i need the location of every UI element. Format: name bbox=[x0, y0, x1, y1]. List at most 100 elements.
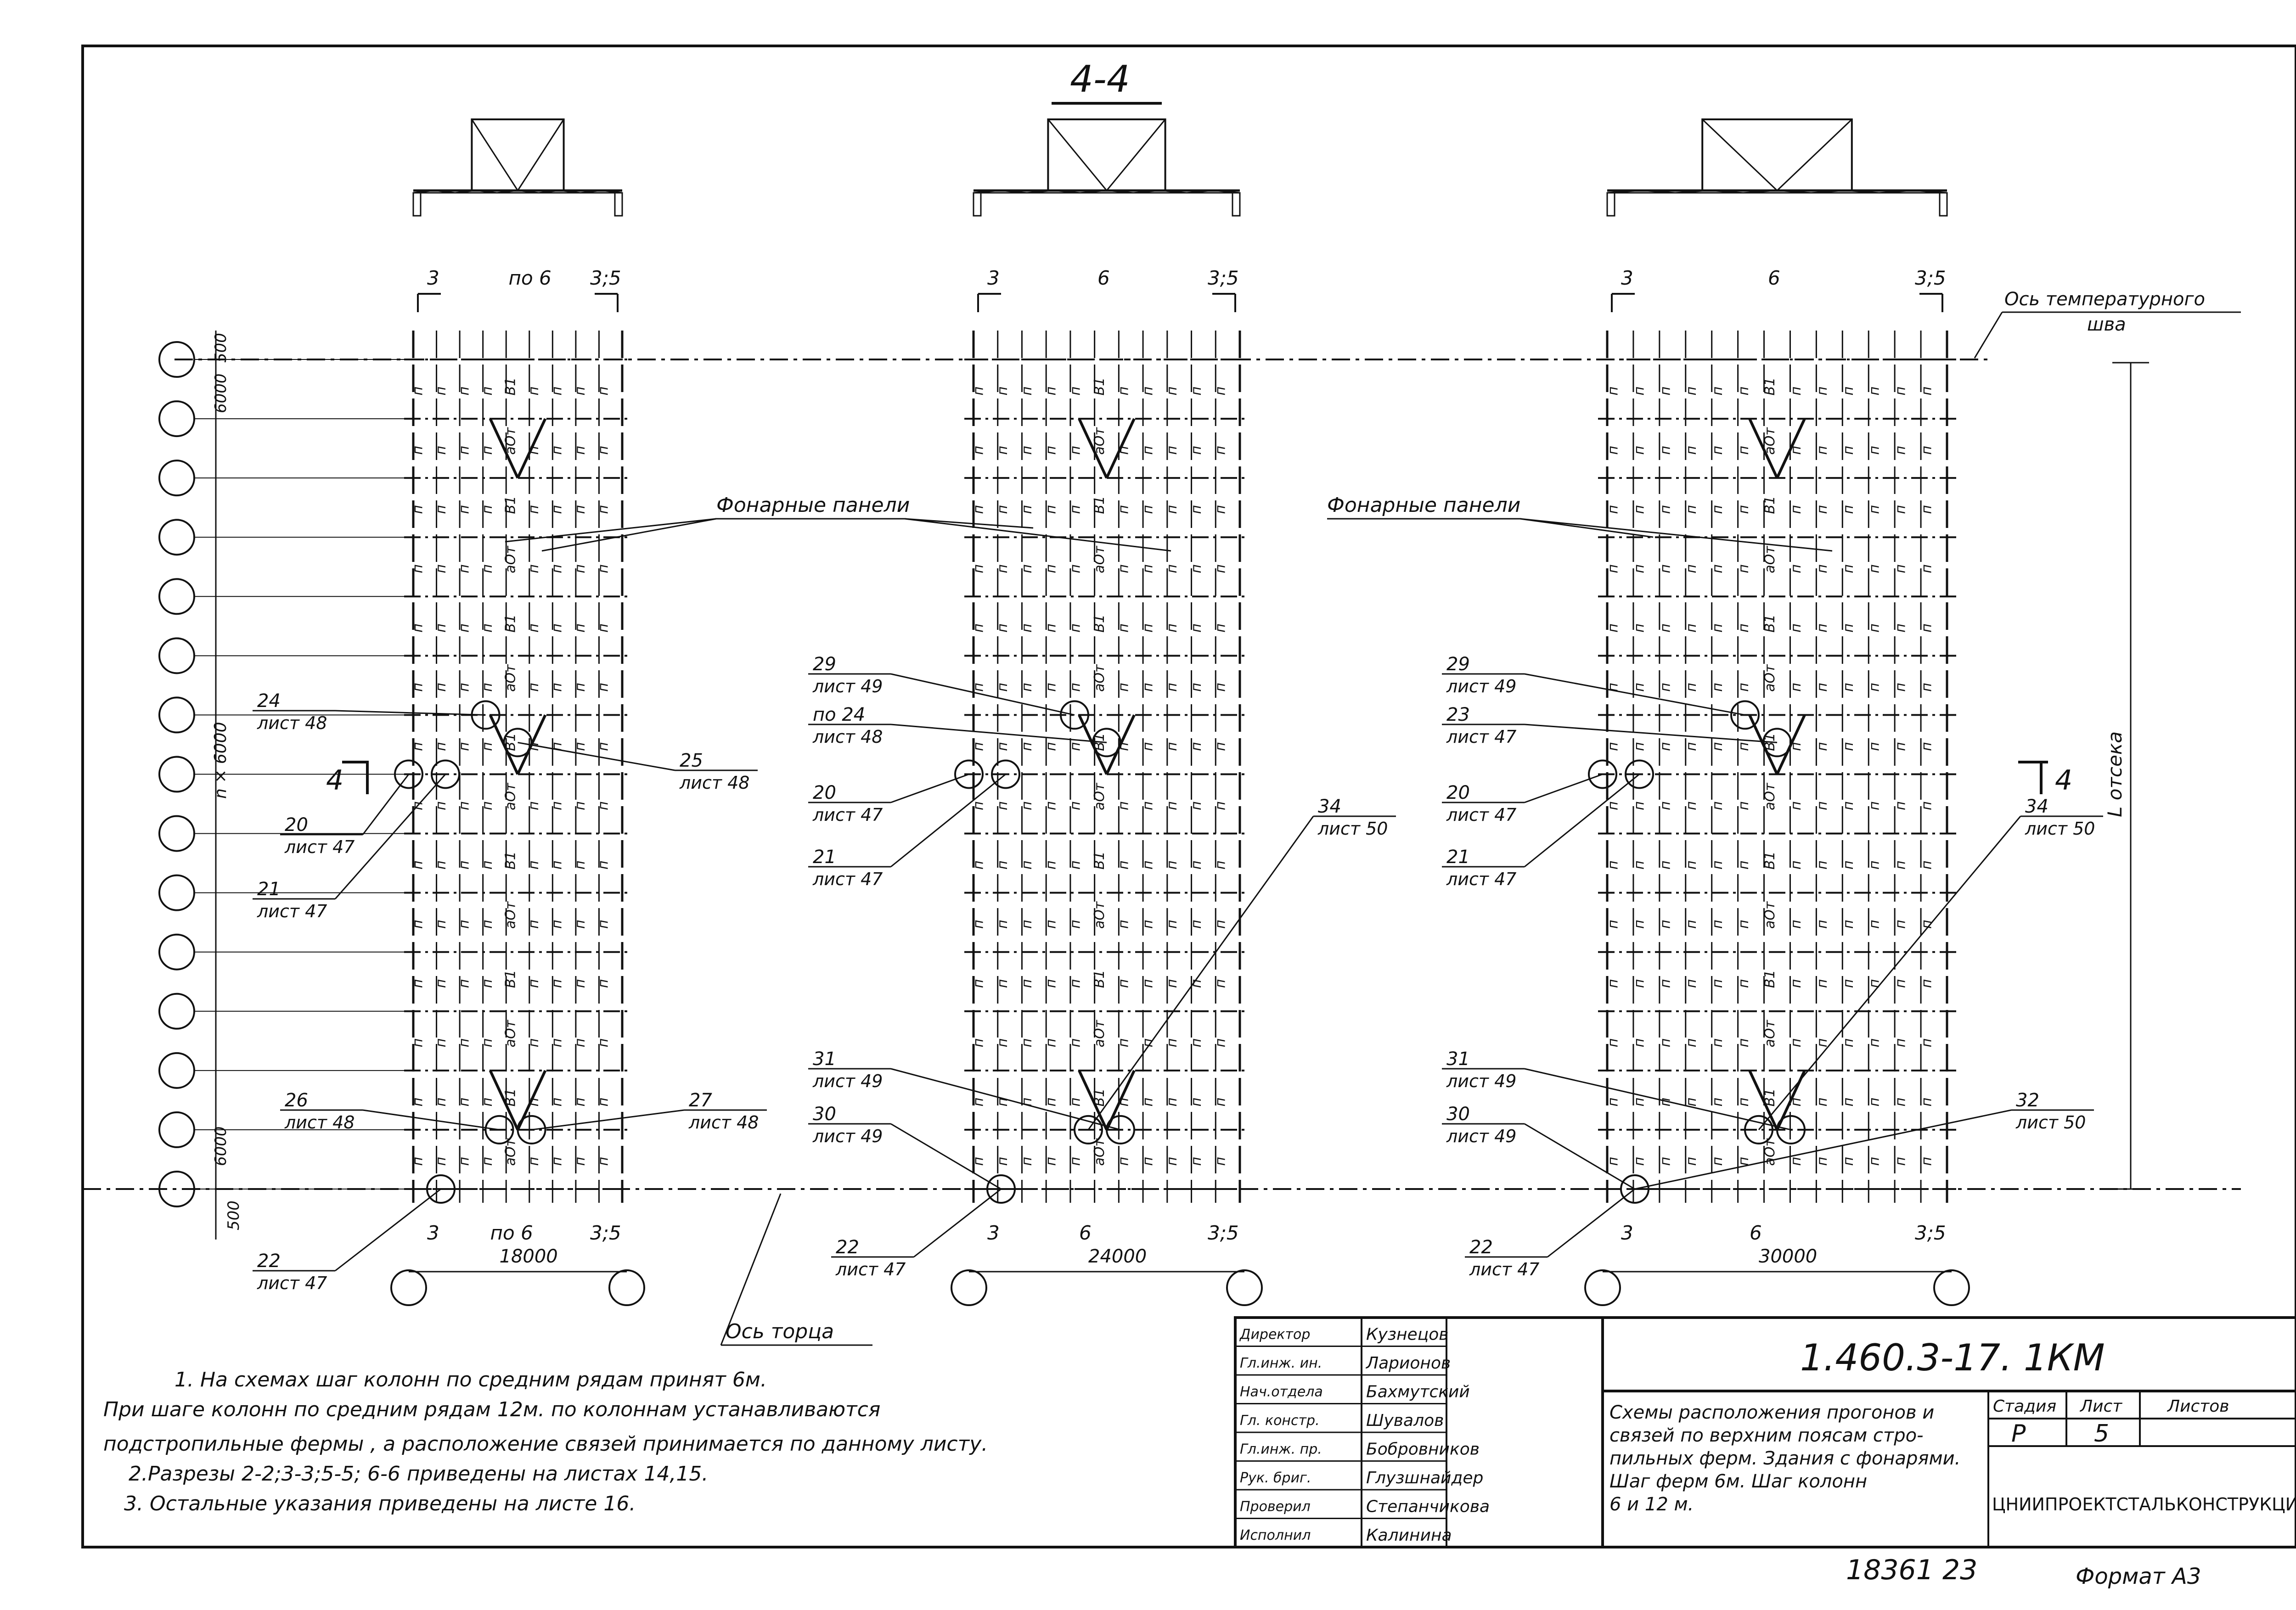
member-mark: п bbox=[1736, 505, 1752, 514]
member-mark: В1 bbox=[1092, 614, 1108, 633]
member-mark: п bbox=[410, 564, 426, 573]
member-mark: п bbox=[1140, 1098, 1156, 1107]
member-mark: п bbox=[1710, 387, 1726, 396]
member-mark: п bbox=[1213, 801, 1229, 810]
member-mark: п bbox=[1814, 742, 1830, 751]
member-mark: п bbox=[1893, 446, 1909, 455]
member-mark: п bbox=[1043, 801, 1059, 810]
brace-diagonal bbox=[1748, 418, 1778, 479]
member-mark: п bbox=[1631, 505, 1647, 514]
member-mark: аОт bbox=[1762, 782, 1778, 810]
member-mark: п bbox=[479, 920, 495, 929]
member-mark: п bbox=[1631, 564, 1647, 573]
member-mark: п bbox=[1736, 979, 1752, 988]
callout-number: 22 bbox=[836, 1237, 859, 1258]
member-mark: п bbox=[1788, 1038, 1804, 1048]
member-mark: п bbox=[456, 446, 472, 455]
member-mark: п bbox=[456, 742, 472, 751]
member-mark: п bbox=[1164, 623, 1180, 633]
member-mark: п bbox=[1893, 1038, 1909, 1048]
member-mark: п bbox=[1043, 920, 1059, 929]
member-mark: п bbox=[1736, 860, 1752, 870]
brace-diagonal bbox=[1078, 418, 1108, 479]
member-mark: п bbox=[1893, 623, 1909, 633]
member-mark: п bbox=[1116, 564, 1132, 573]
dim-6000-bottom: 6000 bbox=[212, 1126, 230, 1166]
member-mark: п bbox=[479, 683, 495, 692]
member-mark: п bbox=[1188, 1098, 1204, 1107]
description-4: Шаг ферм 6м. Шаг колонн bbox=[1609, 1471, 1867, 1492]
callout-sheet: лист 50 bbox=[2025, 819, 2095, 839]
member-mark: п bbox=[1116, 505, 1132, 514]
callout-number: 20 bbox=[285, 814, 308, 836]
member-mark: п bbox=[1213, 564, 1229, 573]
callout-leader bbox=[890, 774, 1006, 868]
axis-bubbles bbox=[158, 341, 413, 1207]
member-mark: п bbox=[1067, 1038, 1083, 1048]
span-length: 24000 bbox=[1088, 1246, 1147, 1267]
member-mark: п bbox=[1710, 683, 1726, 692]
member-mark: п bbox=[1893, 387, 1909, 396]
top-dim-end: 3;5 bbox=[590, 267, 621, 289]
member-mark: п bbox=[1867, 683, 1883, 692]
member-mark: п bbox=[549, 683, 565, 692]
member-mark: п bbox=[1116, 801, 1132, 810]
axis-bubble bbox=[158, 993, 195, 1030]
member-mark: п bbox=[1631, 683, 1647, 692]
member-mark: п bbox=[1736, 1098, 1752, 1107]
member-mark: п bbox=[1116, 683, 1132, 692]
member-mark: п bbox=[1867, 564, 1883, 573]
node-circle bbox=[1730, 700, 1760, 730]
callout-leader bbox=[890, 1068, 1121, 1131]
member-mark: п bbox=[549, 1038, 565, 1048]
lantern-leaders-left bbox=[505, 518, 1171, 552]
member-mark: п bbox=[1657, 683, 1673, 692]
member-mark: п bbox=[1019, 564, 1035, 573]
member-mark: п bbox=[526, 1038, 542, 1048]
member-mark: п bbox=[433, 505, 449, 514]
brace-diagonal bbox=[489, 1070, 519, 1131]
member-mark: п bbox=[1893, 860, 1909, 870]
member-mark: п bbox=[456, 920, 472, 929]
member-mark: п bbox=[1164, 1098, 1180, 1107]
member-mark: п bbox=[433, 742, 449, 751]
member-mark: п bbox=[526, 387, 542, 396]
member-mark: п bbox=[1867, 920, 1883, 929]
member-mark: п bbox=[1867, 742, 1883, 751]
callout-leader bbox=[1758, 816, 2021, 1130]
member-mark: п bbox=[1043, 387, 1059, 396]
member-mark: п bbox=[1657, 623, 1673, 633]
member-mark: п bbox=[1893, 1098, 1909, 1107]
stage-value: Р bbox=[2011, 1420, 2026, 1447]
member-mark: п bbox=[549, 564, 565, 573]
member-mark: п bbox=[549, 860, 565, 870]
member-mark: п bbox=[596, 1038, 612, 1048]
member-mark: п bbox=[1867, 860, 1883, 870]
axis-bubble bbox=[158, 519, 195, 556]
top-dim-start: 3 bbox=[427, 267, 439, 289]
member-mark: п bbox=[1116, 1157, 1132, 1166]
temp-joint-axis-label-1: Ось температурного bbox=[2004, 289, 2205, 310]
node-circle bbox=[954, 759, 984, 789]
member-mark: аОт bbox=[1092, 901, 1108, 929]
brace-diagonal bbox=[1078, 1070, 1108, 1131]
tb-name: Калинина bbox=[1366, 1526, 1452, 1545]
member-mark: п bbox=[970, 683, 986, 692]
member-mark: п bbox=[1814, 801, 1830, 810]
callout-sheet: лист 47 bbox=[284, 837, 355, 857]
member-mark: п bbox=[1788, 505, 1804, 514]
member-mark: п bbox=[1631, 1098, 1647, 1107]
member-mark: п bbox=[1140, 505, 1156, 514]
member-mark: п bbox=[1067, 920, 1083, 929]
member-mark: п bbox=[1067, 623, 1083, 633]
tb-name: Степанчикова bbox=[1366, 1498, 1490, 1516]
member-mark: аОт bbox=[503, 545, 519, 573]
member-mark: п bbox=[526, 683, 542, 692]
member-mark: п bbox=[1788, 860, 1804, 870]
member-mark: п bbox=[1840, 446, 1857, 455]
member-mark: п bbox=[1710, 623, 1726, 633]
member-mark: п bbox=[1683, 505, 1699, 514]
member-mark: п bbox=[1140, 979, 1156, 988]
callout-number: 27 bbox=[689, 1090, 712, 1111]
member-mark: п bbox=[1140, 742, 1156, 751]
